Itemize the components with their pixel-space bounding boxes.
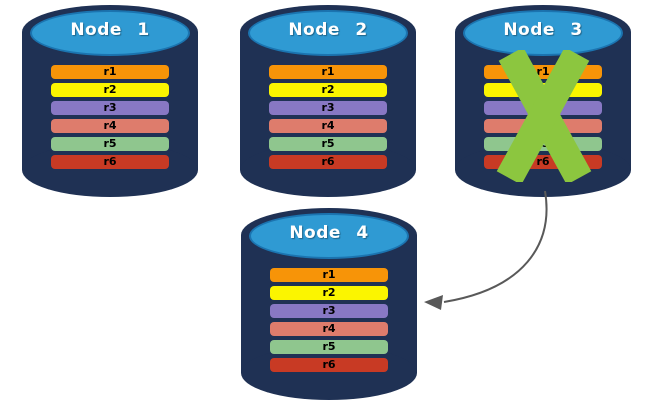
replica-row: r5 <box>269 137 387 151</box>
node-3-title: Node 3 <box>503 20 583 40</box>
node-2-cylinder: Node 2 r1 r2 r3 r4 r5 r6 <box>240 5 416 197</box>
cylinder-bottom <box>22 143 198 197</box>
replica-row: r2 <box>270 286 388 300</box>
replica-row: r2 <box>51 83 169 97</box>
cylinder-bottom <box>241 346 417 400</box>
replica-row: r6 <box>270 358 388 372</box>
replica-row: r1 <box>270 268 388 282</box>
migration-arrowhead <box>424 295 443 310</box>
cylinder-bottom <box>240 143 416 197</box>
node-2-rows: r1 r2 r3 r4 r5 r6 <box>269 65 387 173</box>
node-3-rows: r1 r2 r3 r4 r5 r6 <box>484 65 602 173</box>
replica-row: r5 <box>270 340 388 354</box>
replica-row: r4 <box>269 119 387 133</box>
node-1-title: Node 1 <box>70 20 150 40</box>
replica-row: r6 <box>51 155 169 169</box>
migration-arrow-line <box>443 190 548 303</box>
replica-row: r4 <box>51 119 169 133</box>
replica-row: r3 <box>484 101 602 115</box>
replica-row: r1 <box>269 65 387 79</box>
replica-row: r6 <box>484 155 602 169</box>
node-3-cylinder: Node 3 r1 r2 r3 r4 r5 r6 <box>455 5 631 197</box>
replica-row: r1 <box>51 65 169 79</box>
replica-row: r4 <box>270 322 388 336</box>
node-4-rows: r1 r2 r3 r4 r5 r6 <box>270 268 388 376</box>
replica-row: r1 <box>484 65 602 79</box>
node-1-rows: r1 r2 r3 r4 r5 r6 <box>51 65 169 173</box>
replica-row: r6 <box>269 155 387 169</box>
replica-row: r5 <box>484 137 602 151</box>
replica-row: r3 <box>269 101 387 115</box>
replica-row: r3 <box>270 304 388 318</box>
cylinder-cap <box>30 10 190 56</box>
node-4-cylinder: Node 4 r1 r2 r3 r4 r5 r6 <box>241 208 417 400</box>
replica-row: r2 <box>484 83 602 97</box>
replica-row: r5 <box>51 137 169 151</box>
node-1-cylinder: Node 1 r1 r2 r3 r4 r5 r6 <box>22 5 198 197</box>
replica-row: r3 <box>51 101 169 115</box>
replica-row: r2 <box>269 83 387 97</box>
node-2-title: Node 2 <box>288 20 368 40</box>
cylinder-cap <box>249 213 409 259</box>
replica-row: r4 <box>484 119 602 133</box>
cylinder-cap <box>248 10 408 56</box>
node-4-title: Node 4 <box>289 223 369 243</box>
